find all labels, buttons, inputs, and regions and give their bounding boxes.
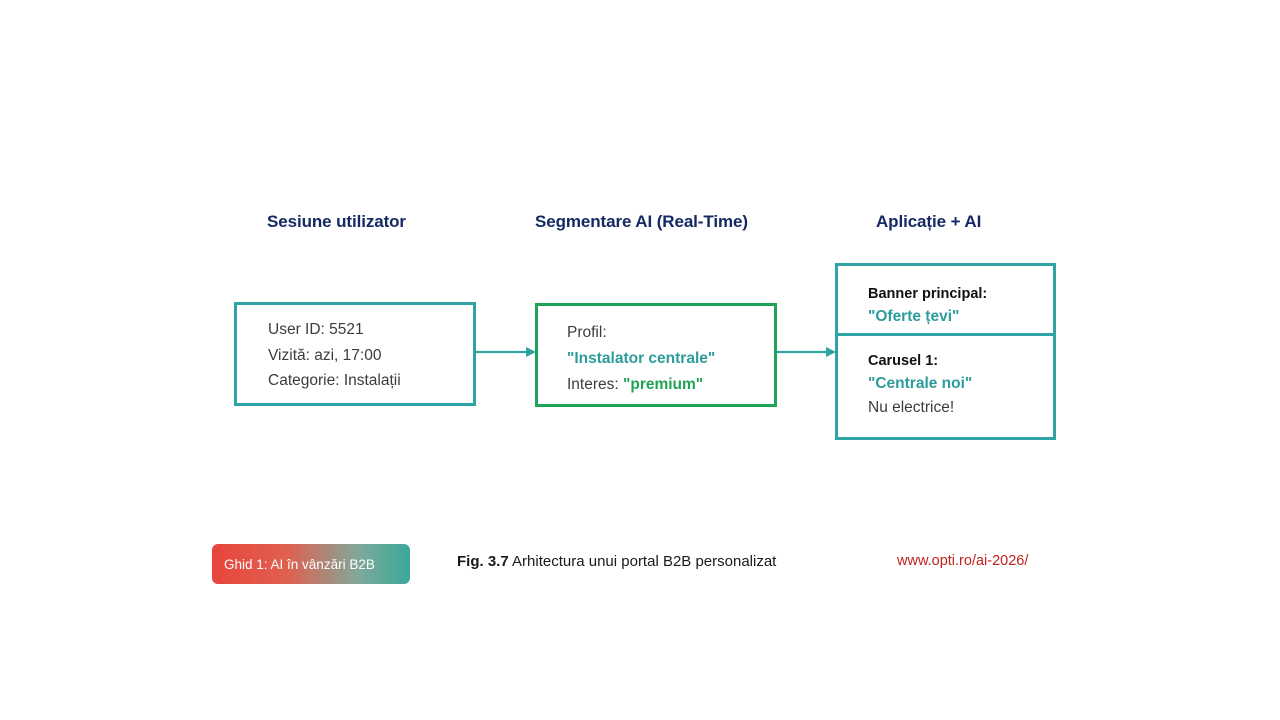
guide-badge: Ghid 1: AI în vânzări B2B — [212, 544, 410, 584]
session-line-user-id: User ID: 5521 — [268, 321, 364, 338]
source-url[interactable]: www.opti.ro/ai-2026/ — [897, 553, 1029, 569]
node-carousel: Carusel 1: "Centrale noi" Nu electrice! — [835, 333, 1056, 440]
node-ai-segmentation: Profil: "Instalator centrale" Interes: "… — [535, 303, 777, 407]
column-title-segmentation: Segmentare AI (Real-Time) — [535, 212, 748, 231]
banner-value: "Oferte țevi" — [868, 308, 960, 325]
segment-interest-row: Interes: "premium" — [567, 372, 774, 398]
arrow-right-icon-2 — [777, 345, 836, 359]
node-main-banner: Banner principal: "Oferte țevi" — [835, 263, 1056, 336]
column-title-session: Sesiune utilizator — [267, 212, 406, 231]
carousel-value: "Centrale noi" — [868, 375, 973, 392]
node-user-session: User ID: 5521 Vizită: azi, 17:00 Categor… — [234, 302, 476, 406]
session-line-category: Categorie: Instalații — [268, 372, 401, 389]
carousel-note: Nu electrice! — [868, 399, 955, 416]
carousel-heading: Carusel 1: — [868, 353, 939, 369]
segment-label-interest: Interes: — [567, 376, 623, 393]
segment-value-profile: "Instalator centrale" — [567, 350, 716, 367]
column-title-application: Aplicație + AI — [876, 212, 982, 231]
segment-label-profile: Profil: — [567, 324, 607, 341]
guide-badge-label: Ghid 1: AI în vânzări B2B — [224, 556, 375, 572]
figure-number: Fig. 3.7 — [457, 553, 509, 570]
session-line-visit: Vizită: azi, 17:00 — [268, 346, 382, 364]
figure-caption-text: Arhitectura unui portal B2B personalizat — [508, 553, 777, 570]
banner-heading: Banner principal: — [868, 286, 988, 302]
arrow-right-icon — [476, 345, 536, 359]
figure-caption: Fig. 3.7 Arhitectura unui portal B2B per… — [457, 553, 776, 570]
segment-value-interest: "premium" — [623, 376, 704, 393]
